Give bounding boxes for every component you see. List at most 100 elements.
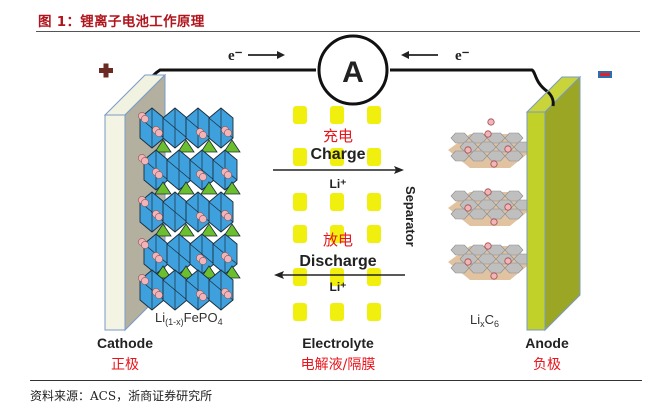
- lithium-atom: [224, 213, 232, 221]
- separator-label: Separator: [403, 186, 418, 247]
- cathode-label: Cathode: [97, 335, 153, 351]
- charge-label: Charge: [310, 146, 365, 163]
- anode-plate: [525, 75, 582, 332]
- lithium-atom: [224, 255, 232, 263]
- lithium-atom: [155, 255, 163, 263]
- electrolyte-label: Electrolyte: [302, 335, 374, 351]
- graphite-sheet: [448, 188, 533, 226]
- tetrahedron: [200, 139, 218, 153]
- graphite-sheet: [448, 130, 533, 168]
- lithium-atom: [199, 257, 207, 265]
- electrolyte-particle: [293, 225, 307, 243]
- wire-anode-tip: [546, 90, 555, 107]
- lithium-atom: [464, 258, 472, 266]
- tetrahedron: [154, 223, 172, 237]
- anode-label: Anode: [525, 335, 569, 351]
- tetrahedron: [223, 139, 241, 153]
- electrolyte-particle: [367, 303, 381, 321]
- electrolyte-particle: [367, 268, 381, 286]
- lithium-atom: [155, 291, 163, 299]
- lithium-atom: [224, 129, 232, 137]
- lithium-atom: [484, 130, 492, 138]
- tetrahedron: [223, 223, 241, 237]
- tetrahedron: [177, 223, 195, 237]
- anode-graphite-layers: [448, 118, 533, 280]
- electrolyte-particle: [330, 193, 344, 211]
- electrolyte-particle: [367, 148, 381, 166]
- lithium-atom: [141, 115, 149, 123]
- lithium-atom: [141, 277, 149, 285]
- lithium-atom: [224, 291, 232, 299]
- arrowhead-right-icon: [277, 51, 285, 59]
- electrolyte-particle: [367, 106, 381, 124]
- discharge-cn-label: 放电: [323, 231, 353, 249]
- lithium-atom: [504, 145, 512, 153]
- arrowhead-left-icon: [401, 51, 409, 59]
- wire-left: [138, 68, 316, 93]
- figure-title: 图 1：锂离子电池工作原理: [38, 14, 205, 30]
- anode-cn-label: 负极: [533, 357, 561, 373]
- discharge-ion-label: Li⁺: [330, 280, 347, 294]
- lithium-atom: [155, 171, 163, 179]
- tetrahedron: [223, 181, 241, 195]
- cathode-formula: Li(1-x)FePO4: [155, 310, 223, 327]
- discharge-label: Discharge: [299, 253, 376, 270]
- electrolyte-particle: [330, 106, 344, 124]
- tetrahedron: [200, 181, 218, 195]
- anode-formula: LixC6: [470, 312, 499, 329]
- tetrahedron: [177, 181, 195, 195]
- charge-cn-label: 充电: [323, 127, 353, 145]
- tetrahedron: [177, 265, 195, 279]
- graphite-sheet: [448, 242, 533, 280]
- electron-label-right: e⁻: [455, 48, 470, 64]
- lithium-atom: [487, 118, 495, 126]
- cathode-crystal-structure: [138, 107, 241, 311]
- wire-right: [390, 68, 555, 105]
- electrolyte-particle: [293, 303, 307, 321]
- electron-label-left: e⁻: [228, 48, 243, 64]
- electrolyte-particle: [330, 148, 344, 166]
- electrolyte-particle: [293, 148, 307, 166]
- lithium-atom: [199, 215, 207, 223]
- minus-sign-icon: [598, 71, 612, 78]
- electrolyte-particle: [367, 193, 381, 211]
- lithium-atom: [504, 257, 512, 265]
- lithium-atom: [490, 160, 498, 168]
- electrolyte-particle: [293, 193, 307, 211]
- lithium-atom: [490, 272, 498, 280]
- lithium-atom: [484, 188, 492, 196]
- lithium-atom: [141, 199, 149, 207]
- title-divider: [36, 31, 640, 32]
- tetrahedron: [200, 265, 218, 279]
- external-circuit: A e⁻ e⁻: [130, 34, 555, 111]
- discharge-arrowhead-icon: [274, 271, 284, 279]
- lithium-atom: [199, 293, 207, 301]
- figure-source: 资料来源：ACS，浙商证券研究所: [30, 389, 213, 403]
- electrolyte-particle: [293, 268, 307, 286]
- lithium-atom: [199, 173, 207, 181]
- ammeter: [317, 34, 389, 106]
- tetrahedron: [200, 223, 218, 237]
- electrolyte-particle: [330, 268, 344, 286]
- electrolyte-cn-label: 电解液/隔膜: [301, 357, 376, 373]
- ammeter-label: A: [342, 56, 364, 89]
- tetrahedron: [223, 265, 241, 279]
- tetrahedron: [154, 181, 172, 195]
- lithium-atom: [155, 213, 163, 221]
- lithium-atom: [155, 129, 163, 137]
- electrolyte-particles: [293, 106, 381, 321]
- source-divider: [30, 380, 642, 381]
- lithium-atom: [464, 146, 472, 154]
- charge-arrowhead-icon: [394, 166, 404, 174]
- lithium-atom: [504, 203, 512, 211]
- plus-sign-icon: [99, 63, 113, 78]
- electrolyte-particle: [293, 106, 307, 124]
- cathode-cn-label: 正极: [111, 357, 139, 373]
- lithium-atom: [490, 218, 498, 226]
- lithium-atom: [141, 157, 149, 165]
- electrolyte-particle: [330, 225, 344, 243]
- electrolyte-particle: [367, 225, 381, 243]
- charge-ion-label: Li⁺: [330, 177, 347, 191]
- electrolyte-particle: [330, 303, 344, 321]
